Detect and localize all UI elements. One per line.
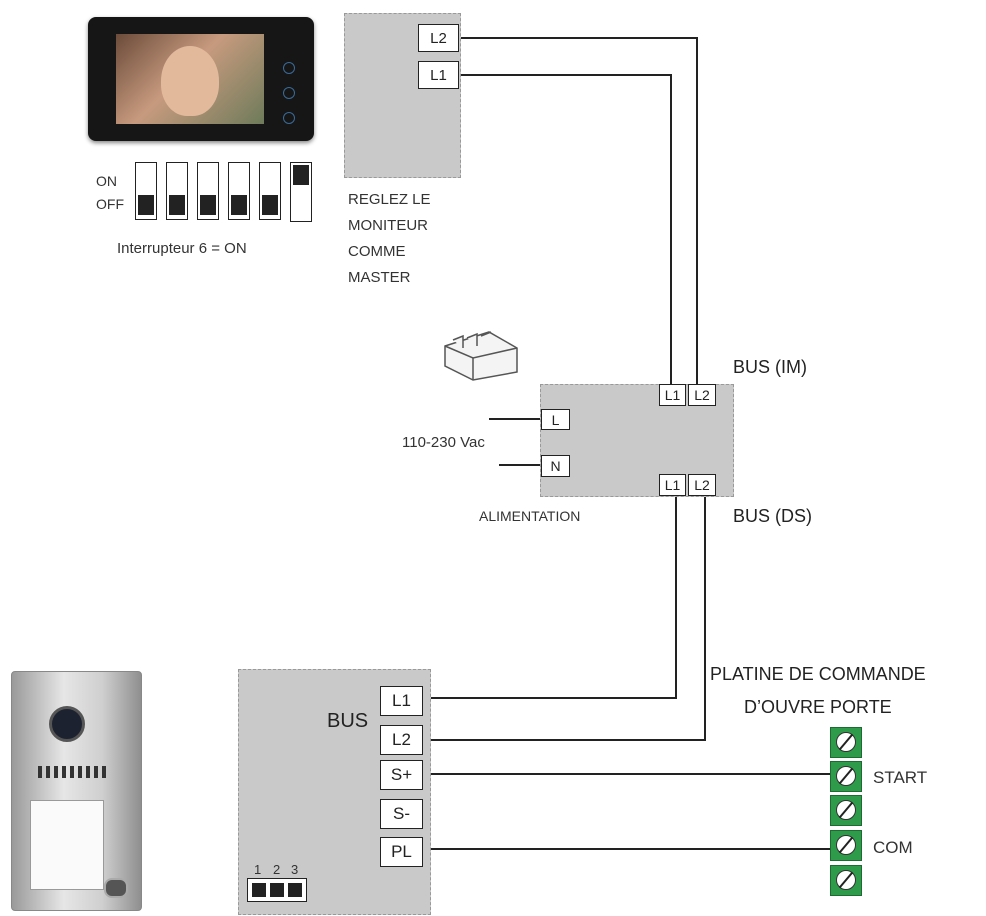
din-power-supply-icon [444, 331, 518, 381]
door-terminal-s-minus: S- [380, 799, 423, 829]
dip-switch-1 [135, 162, 157, 220]
monitor-screen [116, 34, 264, 124]
screw-terminal-icon [830, 865, 862, 896]
wire-ds-l1 [424, 496, 677, 699]
speaker-grille [38, 766, 108, 778]
psu-bus-ds-l2: L2 [688, 474, 716, 496]
start-label: START [873, 768, 928, 787]
call-button-icon [104, 878, 128, 898]
door-terminal-l1: L1 [380, 686, 423, 716]
screw-terminal-icon [830, 727, 862, 758]
monitor-terminal-l1: L1 [418, 61, 459, 89]
monitor-button-icon [283, 87, 295, 99]
wire-monitor-l1 [458, 74, 672, 384]
psu-bus-im-l1: L1 [659, 384, 686, 406]
jumper-number: 3 [291, 862, 299, 877]
door-terminal-pl: PL [380, 837, 423, 867]
door-opener-title-2: D’OUVRE PORTE [744, 697, 892, 717]
name-card [30, 800, 104, 890]
dip-switch-4 [228, 162, 250, 220]
mains-voltage-label: 110-230 Vac [402, 434, 485, 451]
dip-switch-knob [138, 195, 154, 215]
door-terminal-l2: L2 [380, 725, 423, 755]
master-note-line-3: COMME [348, 243, 406, 260]
dip-switch-knob [293, 165, 309, 185]
dip-switch-3 [197, 162, 219, 220]
master-note-line-4: MASTER [348, 269, 411, 286]
switch-off-label: OFF [96, 196, 124, 212]
monitor-button-icon [283, 62, 295, 74]
screw-terminal-icon [830, 830, 862, 861]
bus-im-label: BUS (IM) [733, 357, 807, 377]
master-note-line-1: REGLEZ LE [348, 191, 431, 208]
dip-switch-knob [231, 195, 247, 215]
switch-on-label: ON [96, 173, 117, 189]
dip-switch-2 [166, 162, 188, 220]
psu-bus-ds-l1: L1 [659, 474, 686, 496]
dip-switch-knob [262, 195, 278, 215]
screw-terminal-icon [830, 795, 862, 826]
door-terminal-s-plus: S+ [380, 760, 423, 790]
psu-input-n: N [541, 455, 570, 477]
monitor-button-icon [283, 112, 295, 124]
com-label: COM [873, 838, 913, 857]
dip-switch-5 [259, 162, 281, 220]
master-note-line-2: MONITEUR [348, 217, 428, 234]
jumper-block [247, 878, 307, 902]
psu-bus-im-l2: L2 [688, 384, 716, 406]
power-supply-caption: ALIMENTATION [479, 508, 581, 524]
bus-ds-label: BUS (DS) [733, 506, 813, 526]
dip-switch-knob [200, 195, 216, 215]
psu-input-l: L [541, 409, 570, 430]
jumper-number: 2 [273, 862, 281, 877]
camera-icon [49, 706, 85, 742]
jumper-number: 1 [254, 862, 262, 877]
dip-switch-knob [169, 195, 185, 215]
door-opener-terminal-block [830, 727, 864, 899]
door-opener-title-1: PLATINE DE COMMANDE [710, 664, 926, 684]
dip-switch-6 [290, 162, 312, 222]
door-station [11, 671, 142, 911]
screw-terminal-icon [830, 761, 862, 792]
door-station-bus-label: BUS [327, 710, 369, 732]
monitor-terminal-l2: L2 [418, 24, 459, 52]
video-monitor [88, 17, 314, 141]
switch-caption: Interrupteur 6 = ON [117, 240, 247, 257]
wire-monitor-l2 [458, 37, 698, 384]
wire-ds-l2 [424, 496, 706, 741]
